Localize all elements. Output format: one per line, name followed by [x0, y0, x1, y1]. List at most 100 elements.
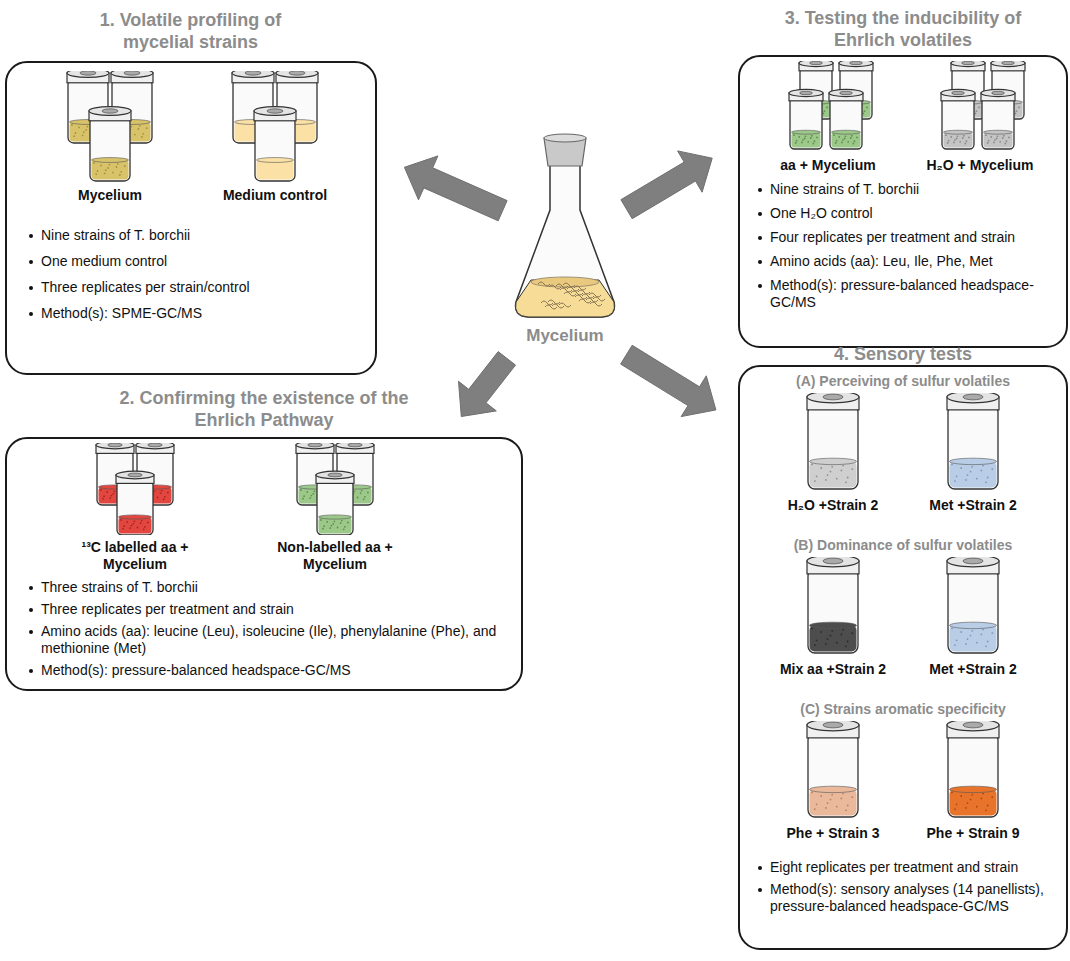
- vial-label: Met +Strain 2: [908, 497, 1038, 514]
- bullet-dot: [29, 312, 33, 316]
- vial-group: H₂O + Mycelium: [910, 61, 1050, 174]
- panel-title: 4. Sensory tests: [753, 343, 1053, 365]
- vial-group: Met +Strain 2: [908, 557, 1038, 678]
- bullet-item: Nine strains of T. borchii: [27, 227, 367, 244]
- bullet-dot: [29, 630, 33, 634]
- vial-illustration: [768, 721, 898, 821]
- bullet-text: Eight replicates per treatment and strai…: [770, 859, 1018, 875]
- vial-label: Mycelium: [35, 187, 185, 204]
- bullet-item: Three strains of T. borchii: [27, 579, 507, 596]
- bullet-dot: [29, 669, 33, 673]
- vial-label: Mix aa +Strain 2: [768, 661, 898, 678]
- block-arrow: [459, 352, 516, 417]
- sub-heading: (B) Dominance of sulfur volatiles: [748, 537, 1058, 554]
- bullet-item: Three replicates per treatment and strai…: [27, 601, 507, 618]
- bullet-text: Three replicates per treatment and strai…: [41, 601, 294, 617]
- bullet-text: One H₂O control: [770, 205, 873, 221]
- method-panel: 1. Volatile profiling of mycelial strain…: [5, 5, 377, 375]
- vial-group: ¹³C labelled aa + Mycelium: [65, 443, 205, 573]
- vial-group: Met +Strain 2: [908, 393, 1038, 514]
- block-arrow: [404, 156, 507, 221]
- vial-group: Mix aa +Strain 2: [768, 557, 898, 678]
- bullet-text: Method(s): sensory analyses (14 panellis…: [770, 881, 1044, 914]
- vial-group: Phe + Strain 9: [908, 721, 1038, 842]
- bullet-text: Three replicates per strain/control: [41, 279, 250, 295]
- vial-illustration: [908, 557, 1038, 657]
- bullet-dot: [29, 260, 33, 264]
- bullet-item: Method(s): pressure-balanced headspace-G…: [27, 662, 507, 679]
- vial-illustration: [758, 61, 898, 153]
- bullet-text: Nine strains of T. borchii: [770, 181, 919, 197]
- bullet-text: Amino acids (aa): leucine (Leu), isoleuc…: [41, 623, 496, 656]
- bullet-item: Four replicates per treatment and strain: [756, 229, 1056, 246]
- panel-title: 3. Testing the inducibility of Ehrlich v…: [753, 7, 1053, 51]
- vial-illustration: [768, 393, 898, 493]
- bullet-item: Nine strains of T. borchii: [756, 181, 1056, 198]
- bullet-dot: [758, 260, 762, 264]
- vial-label: Medium control: [200, 187, 350, 204]
- vial-group: H₂O +Strain 2: [768, 393, 898, 514]
- bullet-text: Method(s): pressure-balanced headspace-G…: [770, 277, 1034, 310]
- block-arrow: [621, 345, 716, 416]
- bullet-text: Four replicates per treatment and strain: [770, 229, 1015, 245]
- sub-heading: (A) Perceiving of sulfur volatiles: [748, 373, 1058, 390]
- vial-label: Phe + Strain 3: [768, 825, 898, 842]
- bullet-text: Nine strains of T. borchii: [41, 227, 190, 243]
- bullet-dot: [758, 188, 762, 192]
- bullet-dot: [758, 866, 762, 870]
- panel-title: 1. Volatile profiling of mycelial strain…: [73, 9, 308, 53]
- bullet-dot: [29, 234, 33, 238]
- bullet-item: Method(s): sensory analyses (14 panellis…: [756, 881, 1056, 915]
- vial-label: Non-labelled aa + Mycelium: [265, 539, 405, 573]
- vial-label: Phe + Strain 9: [908, 825, 1038, 842]
- method-panel: 4. Sensory tests (A) Perceiving of sulfur…: [738, 345, 1068, 950]
- bullet-text: Method(s): pressure-balanced headspace-G…: [41, 662, 351, 678]
- vial-label: aa + Mycelium: [758, 157, 898, 174]
- bullet-dot: [758, 236, 762, 240]
- vial-label: ¹³C labelled aa + Mycelium: [65, 539, 205, 573]
- bullet-dot: [29, 286, 33, 290]
- bullet-dot: [29, 608, 33, 612]
- vial-label: H₂O + Mycelium: [910, 157, 1050, 174]
- vial-illustration: [265, 443, 405, 535]
- vial-illustration: [910, 61, 1050, 153]
- vial-illustration: [35, 71, 185, 183]
- bullet-dot: [758, 284, 762, 288]
- vial-illustration: [768, 557, 898, 657]
- bullet-item: One medium control: [27, 253, 367, 270]
- bullet-dot: [758, 212, 762, 216]
- bullet-dot: [758, 888, 762, 892]
- vial-group: Phe + Strain 3: [768, 721, 898, 842]
- bullet-item: Three replicates per strain/control: [27, 279, 367, 296]
- bullet-text: Three strains of T. borchii: [41, 579, 198, 595]
- mycelium-flask: Mycelium: [510, 132, 620, 354]
- bullet-text: Method(s): SPME-GC/MS: [41, 305, 202, 321]
- vial-illustration: [200, 71, 350, 183]
- flask-illustration: [510, 132, 620, 322]
- vial-illustration: [908, 393, 1038, 493]
- bullet-item: One H₂O control: [756, 205, 1056, 222]
- vial-group: Medium control: [200, 71, 350, 204]
- vial-group: Mycelium: [35, 71, 185, 204]
- bullet-item: Amino acids (aa): leucine (Leu), isoleuc…: [27, 623, 507, 657]
- bullet-item: Method(s): SPME-GC/MS: [27, 305, 367, 322]
- vial-illustration: [908, 721, 1038, 821]
- vial-group: Non-labelled aa + Mycelium: [265, 443, 405, 573]
- method-panel: 2. Confirming the existence of the Ehrli…: [5, 383, 523, 691]
- vial-label: H₂O +Strain 2: [768, 497, 898, 514]
- panel-border: [5, 61, 377, 375]
- sub-heading: (C) Strains aromatic specificity: [748, 701, 1058, 718]
- panel-title: 2. Confirming the existence of the Ehrli…: [114, 387, 414, 431]
- bullet-text: Amino acids (aa): Leu, Ile, Phe, Met: [770, 253, 993, 269]
- bullet-dot: [29, 586, 33, 590]
- center-label: Mycelium: [490, 326, 640, 346]
- bullet-item: Amino acids (aa): Leu, Ile, Phe, Met: [756, 253, 1056, 270]
- vial-group: aa + Mycelium: [758, 61, 898, 174]
- bullet-text: One medium control: [41, 253, 167, 269]
- block-arrow: [621, 151, 712, 219]
- vial-label: Met +Strain 2: [908, 661, 1038, 678]
- method-panel: 3. Testing the inducibility of Ehrlich v…: [738, 3, 1068, 348]
- bullet-item: Method(s): pressure-balanced headspace-G…: [756, 277, 1056, 311]
- bullet-item: Eight replicates per treatment and strai…: [756, 859, 1056, 876]
